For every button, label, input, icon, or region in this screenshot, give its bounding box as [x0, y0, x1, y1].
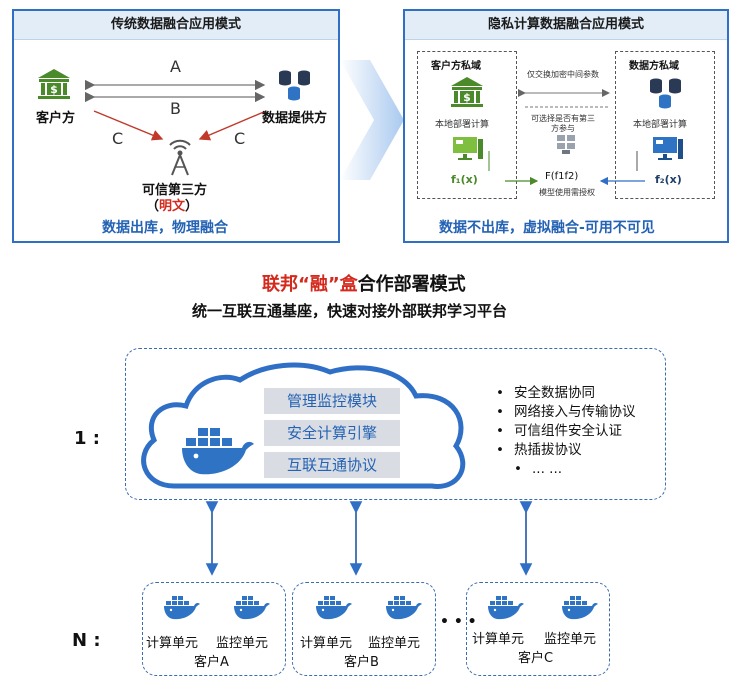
f1-label: f₁(x) [451, 173, 478, 186]
client-box-c [466, 582, 610, 676]
f2-label: f₂(x) [655, 173, 682, 186]
server-icon [557, 135, 575, 154]
transition-arrow-icon [340, 60, 404, 180]
edge-c-right-label: C [234, 129, 246, 148]
level-n-label: N : [72, 630, 101, 651]
connector-arrows [205, 501, 533, 576]
optional-note-line1: 可选择是否有第三 [531, 114, 595, 123]
privacy-flow-arrows [488, 89, 645, 186]
traditional-mode-panel: 传统数据融合应用模式 客户方 数据提供方 A B C C 可信第三方 （明文） … [12, 9, 340, 243]
model-auth-note: 模型使用需授权 [539, 188, 595, 197]
monitor-unit-label: 监控单元 [216, 636, 269, 651]
trusted-third-party-label: 可信第三方 [142, 183, 208, 198]
bank-icon [38, 69, 70, 99]
customer-label: 客户方 [36, 111, 76, 126]
plaintext-note: （明文） [146, 195, 198, 214]
monitor-unit-label: 监控单元 [544, 632, 597, 647]
main-headline: 联邦“融”盒合作部署模式 [262, 270, 466, 296]
combined-function-label: F(f1f2) [545, 171, 579, 182]
feature-item: 安全数据协同 [496, 384, 636, 403]
docker-whale-icon [488, 596, 524, 620]
docker-whale-icon [562, 596, 598, 620]
data-domain-label: 数据方私域 [629, 61, 679, 72]
customer-domain-box [417, 51, 517, 199]
client-name: 客户C [518, 651, 554, 666]
database-icon [279, 70, 310, 101]
docker-whale-icon [386, 596, 422, 620]
feature-item: 网络接入与传输协议 [496, 403, 636, 422]
feature-list: 安全数据协同 网络接入与传输协议 可信组件安全认证 热插拔协议 ... ... [496, 384, 636, 479]
plaintext-label: 明文 [159, 199, 186, 214]
optional-note-line2: 方参与 [551, 124, 575, 133]
data-domain-box [615, 51, 715, 199]
privacy-footer: 数据不出库，虚拟融合-可用不可见 [439, 220, 655, 236]
subtitle: 统一互联互通基座，快速对接外部联邦学习平台 [192, 302, 508, 320]
privacy-mode-panel: 隐私计算数据融合应用模式 客户方私域 数据方私域 本地部署计算 本地部署计算 f… [403, 9, 729, 243]
module-secure-compute-engine: 安全计算引擎 [264, 420, 400, 446]
client-box-b [292, 582, 436, 676]
headline-part1: 联邦“ [262, 274, 310, 295]
headline-part3: 合作部署模式 [357, 274, 466, 295]
paren-close: ） [185, 199, 199, 214]
module-interconnect-protocol: 互联互通协议 [264, 452, 400, 478]
edge-a-label: A [170, 57, 181, 76]
privacy-mode-title: 隐私计算数据融合应用模式 [405, 11, 727, 40]
docker-whale-icon [234, 596, 270, 620]
paren-open: （ [146, 199, 160, 214]
green-monitor-icon [453, 137, 483, 160]
traditional-footer: 数据出库，物理融合 [102, 220, 228, 236]
monitor-unit-label: 监控单元 [368, 636, 421, 651]
level-one-label: 1 : [74, 428, 100, 449]
client-box-a [142, 582, 286, 676]
module-management-monitor: 管理监控模块 [264, 388, 400, 414]
exchange-note: 仅交换加密中间参数 [527, 70, 599, 79]
feature-item: 可信组件安全认证 [496, 422, 636, 441]
feature-item: 热插拔协议 [496, 441, 636, 460]
edge-b-label: B [170, 99, 181, 118]
local-compute-right-label: 本地部署计算 [633, 120, 688, 130]
platform-container [125, 348, 666, 500]
data-provider-label: 数据提供方 [262, 111, 328, 126]
blue-monitor-icon [653, 137, 683, 160]
traditional-flow-arrows [84, 79, 267, 141]
client-name: 客户A [194, 655, 229, 670]
docker-whale-icon [316, 596, 352, 620]
local-compute-left-label: 本地部署计算 [435, 120, 490, 130]
headline-part2: 融”盒 [309, 274, 358, 295]
feature-item-ellipsis: ... ... [496, 460, 636, 479]
traditional-mode-title: 传统数据融合应用模式 [14, 11, 338, 40]
client-name: 客户B [344, 655, 379, 670]
docker-whale-icon [164, 596, 200, 620]
edge-c-left-label: C [112, 129, 124, 148]
customer-domain-label: 客户方私域 [431, 61, 481, 72]
compute-unit-label: 计算单元 [300, 636, 353, 651]
radio-tower-icon [169, 139, 191, 176]
compute-unit-label: 计算单元 [146, 636, 199, 651]
docker-whale-icon [182, 428, 254, 475]
compute-unit-label: 计算单元 [472, 632, 525, 647]
more-clients-ellipsis: • • • [440, 614, 477, 630]
